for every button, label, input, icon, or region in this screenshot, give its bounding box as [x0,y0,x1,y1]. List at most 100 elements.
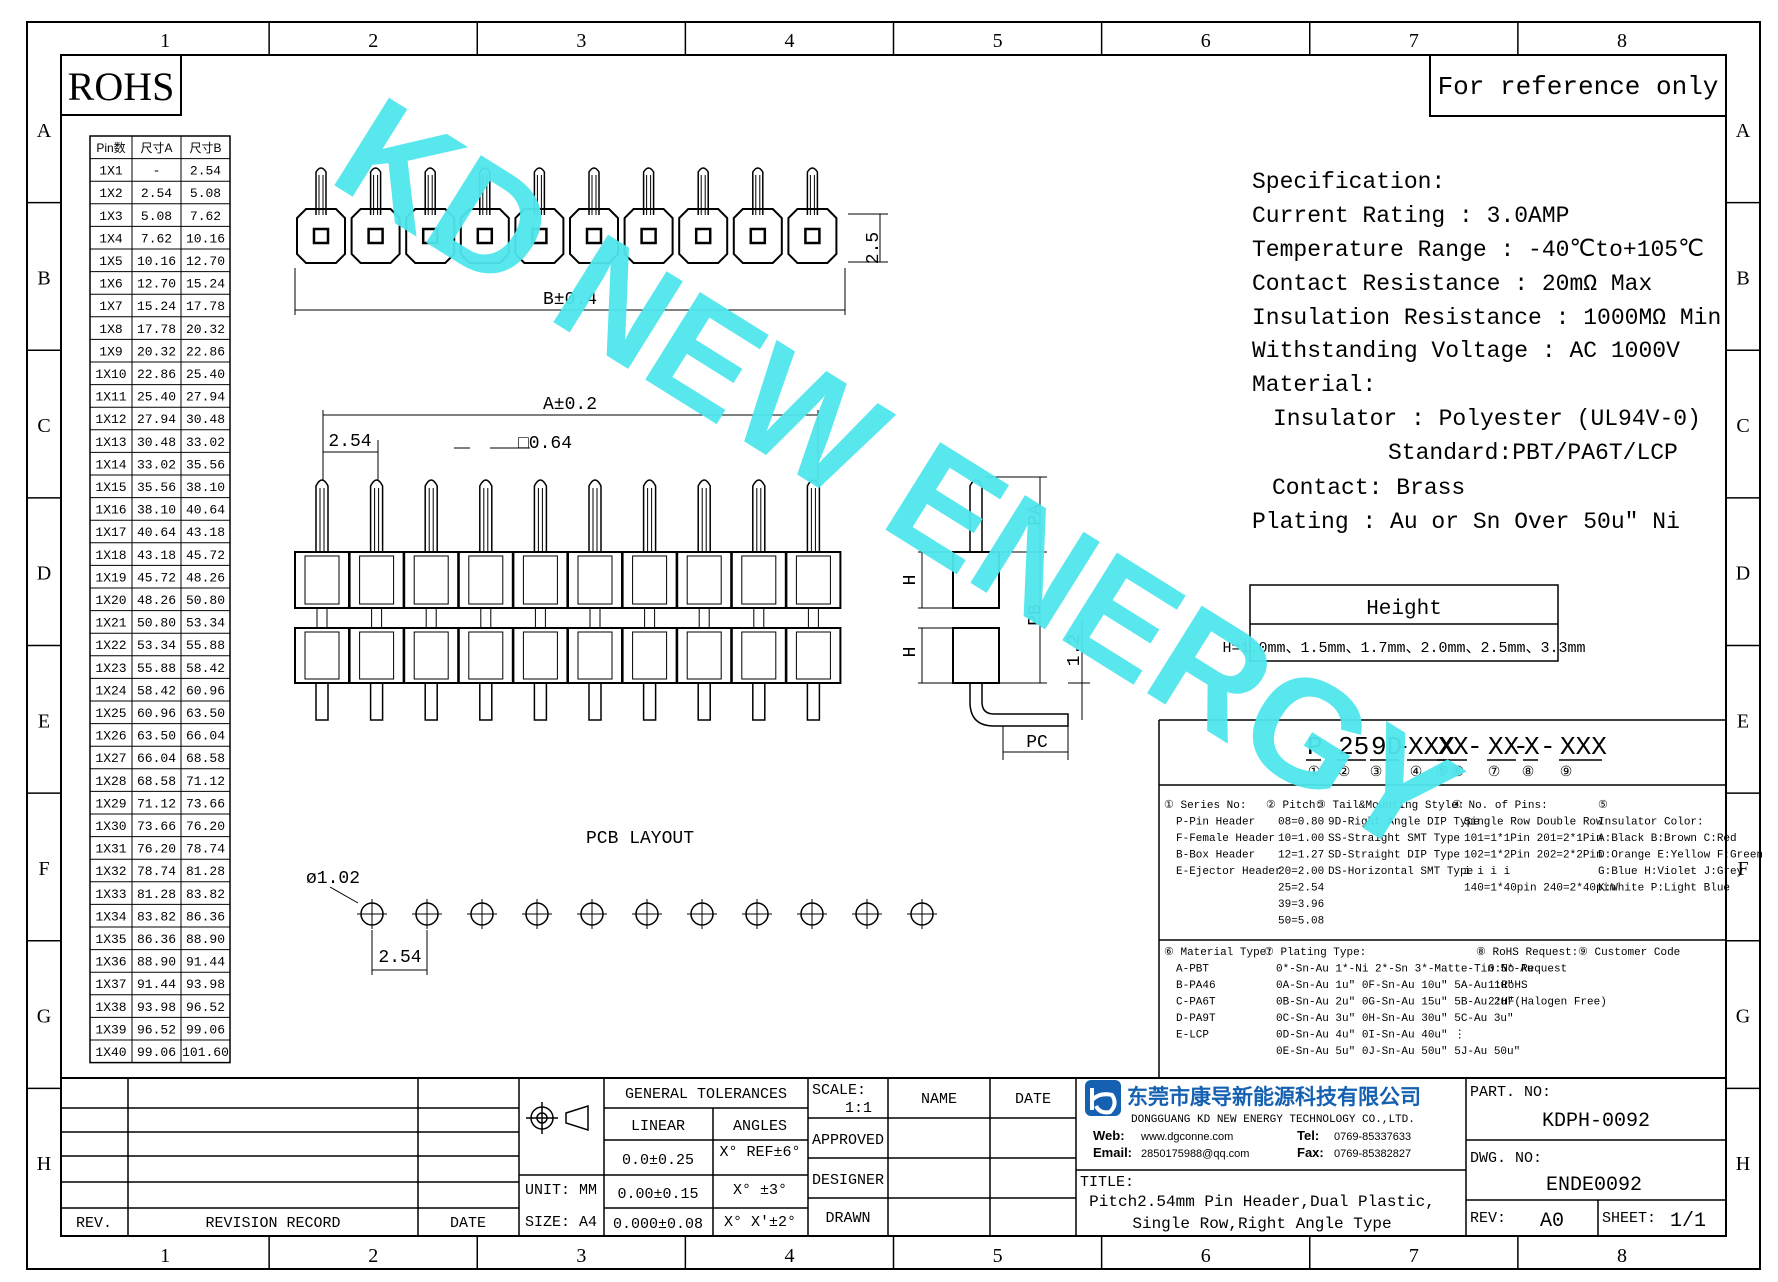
pin-table-cell: 33.02 [137,457,176,472]
reference-label: For reference only [1438,72,1719,102]
pin-table-cell: 1X34 [95,909,126,924]
legend-line: ② Pitch: [1266,799,1322,812]
frame-row-label-left: C [37,415,50,437]
pin-table-cell: 101.60 [182,1045,229,1060]
frame-col-label-top: 5 [993,30,1003,52]
pin-between [425,607,437,629]
spec-line: Current Rating : 3.0AMP [1252,203,1569,229]
pin-table-header: Pin数 [96,140,125,155]
spec-line: Standard:PBT/PA6T/LCP [1388,440,1678,466]
pin-table-cell: 1X40 [95,1045,126,1060]
side-bent-tail [969,683,1069,727]
pin-between [371,607,383,629]
dim-h-upper: H [901,575,921,586]
pin-table-cell: 1X12 [95,412,126,427]
height-box: Height H=1.0mm、1.5mm、1.7mm、2.0mm、2.5mm、3… [1222,584,1586,662]
legend-line: 39=3.96 [1278,899,1324,911]
legend-line: SD-Straight DIP Type [1328,850,1460,862]
pin-table-cell: 43.18 [137,548,176,563]
lower-insulator-inner [304,631,340,680]
pin [479,167,491,215]
insulator-segment [569,208,619,264]
legend-line: 0C-Sn-Au 3u" 0H-Sn-Au 30u" 5C-Au 3u" [1276,1013,1514,1025]
pin-table-cell: 50.80 [186,593,225,608]
pin-table-cell: 1X35 [95,932,126,947]
frame-row-label-left: D [37,563,51,585]
legend-line: D:Orange E:Yellow F:Green [1598,850,1763,862]
pin-table-cell: 55.88 [186,638,225,653]
pin-table-cell: 1X26 [95,729,126,744]
title-label: TITLE: [1080,1174,1134,1191]
upper-insulator-inner [741,555,777,605]
height-values: H=1.0mm、1.5mm、1.7mm、2.0mm、2.5mm、3.3mm [1222,640,1585,657]
pin-tail [697,682,711,721]
dim-b: B±0.4 [543,290,597,310]
pin-table-cell: 1X28 [95,774,126,789]
insulator-segment [787,208,838,264]
pin [806,479,821,552]
pcb-layout-label: PCB LAYOUT [586,829,694,849]
tel-label: Tel: [1297,1128,1319,1143]
frame-col-label-top: 7 [1409,30,1419,52]
email-label: Email: [1093,1145,1132,1160]
part-code-number: ③ [1370,765,1383,781]
pin-table-border [89,135,231,1064]
pin-square [749,227,767,245]
part-code-number: ⑤ [1436,765,1449,781]
title-block-text: REV. REVISION RECORD DATE GENERAL TOLERA… [76,1082,1706,1233]
legend-line: i i i i [1464,866,1511,878]
drawn-label: DRAWN [825,1210,870,1227]
rohs-label: ROHS [68,64,175,109]
upper-insulator [567,551,623,609]
pin-table-cell: 2.54 [141,186,172,201]
name-header: NAME [921,1091,957,1108]
header-front-view [294,410,842,721]
pin [642,167,655,215]
pin-table-cell: 48.26 [186,570,225,585]
legend-line: 20=2.00 [1278,866,1324,878]
pin-table-cell: 1X4 [99,231,123,246]
pin [533,167,546,215]
lower-insulator [348,627,405,684]
part-code-segment: X [1524,732,1540,762]
dim-a: A±0.2 [543,395,597,415]
tol-angle-1: X° REF±6° [719,1144,800,1161]
legend-line: Single Row Double Row [1464,817,1603,829]
dimension-labels: B±0.4 2.5 A±0.2 2.54 □0.64 PA PB H H 1.2… [306,232,1085,968]
pin-table-cell: 58.42 [186,661,225,676]
lower-insulator-inner [359,631,395,680]
pin-table-cell: 1X39 [95,1022,126,1037]
pin-tail [424,682,438,721]
email-value: 2850175988@qq.com [1141,1148,1249,1160]
legend-line: 140=1*40pin 240=2*40pin [1464,883,1616,895]
rohs-box: ROHS [60,54,182,116]
pin [752,167,764,215]
spec-line: Insulation Resistance : 1000MΩ Min [1252,305,1721,331]
pin-table-cell: 73.66 [186,796,225,811]
dim-pb: PB [1026,604,1046,626]
lower-insulator-inner [795,631,831,680]
frame-row-label-right: C [1736,415,1749,437]
part-code-segment: XXX [1408,732,1455,762]
title-block [60,1077,1727,1237]
pin-between [589,607,601,629]
lower-insulator [457,627,514,684]
frame-col-label-bottom: 5 [993,1245,1003,1267]
pin-square [312,227,330,245]
pin-table-cell: 27.94 [137,412,176,427]
approved-label: APPROVED [812,1132,884,1149]
pin-table-cell: 1X16 [95,503,126,518]
frame-col-label-bottom: 2 [368,1245,378,1267]
pin-table-cell: 17.78 [137,322,176,337]
frame-col-label-top: 6 [1201,30,1211,52]
reference-box: For reference only [1429,54,1727,117]
part-code-segment: 9D [1371,732,1402,762]
legend-line: SS-Straight SMT Type [1328,833,1460,845]
frame-row-label-right: E [1737,710,1749,732]
pin-table-cell: 1X13 [95,435,126,450]
pin [424,479,438,552]
projection-symbol-icon [526,1102,589,1134]
part-code-segment: - [1540,732,1556,762]
